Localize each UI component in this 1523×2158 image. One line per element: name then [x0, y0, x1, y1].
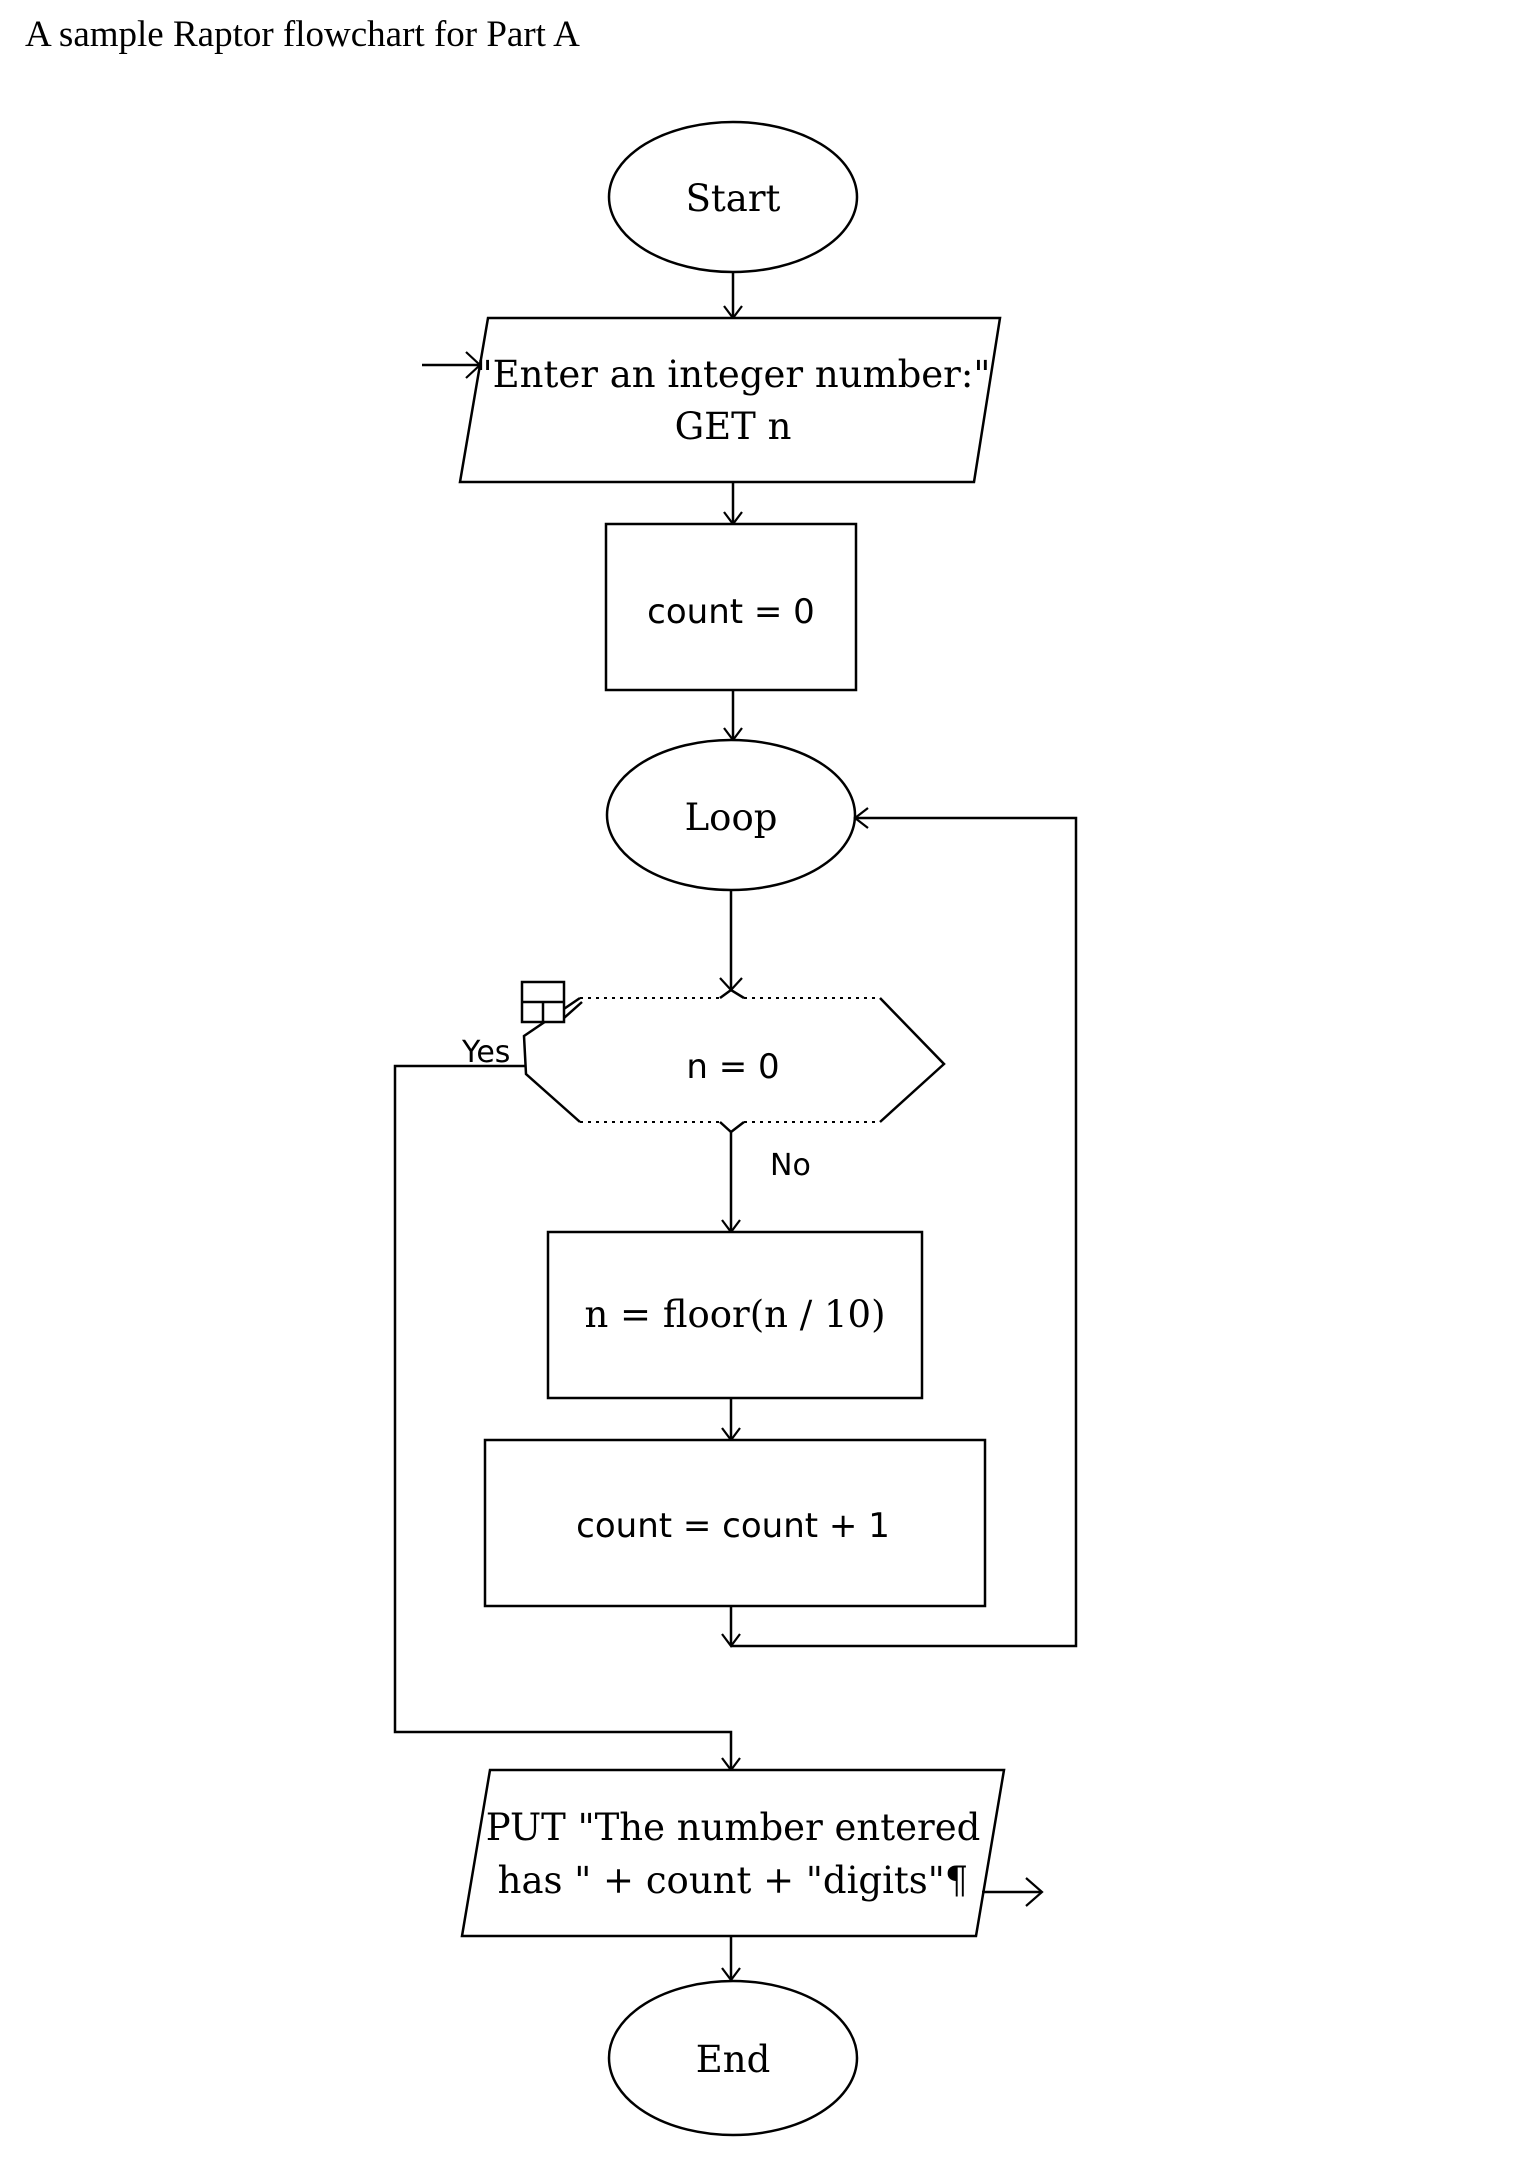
loop-label: Loop	[685, 796, 778, 839]
output-node: PUT "The number entered has " + count + …	[460, 1768, 1006, 1938]
output-line2-label: has " + count + "digits"¶	[498, 1859, 969, 1902]
loop-node: Loop	[605, 738, 857, 892]
end-label: End	[696, 2038, 771, 2081]
arrowhead-icon	[1025, 1877, 1044, 1907]
start-label: Start	[686, 177, 781, 220]
collapse-box-icon	[520, 980, 583, 1024]
init-node: count = 0	[604, 522, 858, 692]
increment-label: count = count + 1	[576, 1506, 890, 1546]
arrowhead-icon	[853, 807, 869, 829]
yes-branch-label: Yes	[461, 1035, 510, 1070]
connector-input-to-init	[723, 482, 743, 526]
input-entry-arrow	[422, 351, 482, 379]
increment-node: count = count + 1	[483, 1438, 987, 1608]
input-get-label: GET n	[675, 405, 792, 448]
start-node: Start	[607, 120, 859, 274]
connector-divide-to-increment	[721, 1398, 741, 1442]
decision-label: n = 0	[686, 1047, 779, 1087]
connector-init-to-loop	[723, 690, 743, 742]
output-exit-arrow	[982, 1877, 1044, 1907]
input-node: "Enter an integer number:" GET n	[458, 316, 1002, 484]
connector-output-to-end	[721, 1936, 741, 1982]
connector-decision-to-divide	[721, 1132, 741, 1234]
divide-node: n = floor(n / 10)	[546, 1230, 924, 1400]
connector-start-to-input	[723, 272, 743, 320]
output-line1-label: PUT "The number entered	[486, 1806, 981, 1849]
connector-loop-to-decision	[719, 890, 743, 992]
init-label: count = 0	[647, 592, 815, 632]
decision-node: n = 0	[522, 988, 946, 1134]
page-caption: A sample Raptor flowchart for Part A	[25, 14, 580, 55]
divide-label: n = floor(n / 10)	[584, 1293, 885, 1336]
arrowhead-icon	[465, 351, 482, 379]
end-node: End	[607, 1979, 859, 2137]
input-prompt-label: "Enter an integer number:"	[476, 353, 991, 396]
connector-yes-exit	[393, 1064, 741, 1772]
connector-loop-back	[721, 807, 1078, 1648]
no-branch-label: No	[770, 1148, 811, 1183]
